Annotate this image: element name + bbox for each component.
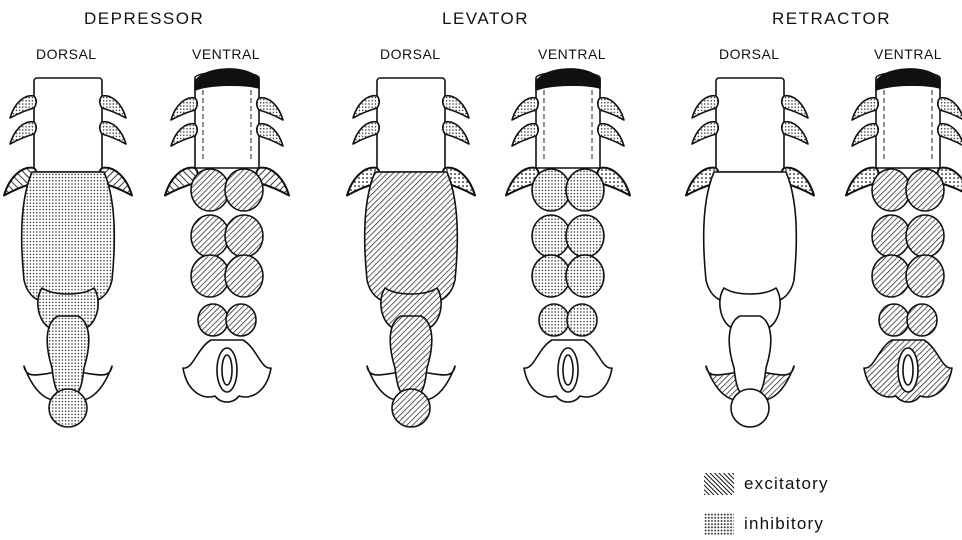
depressor-dorsal-spine-left-1 (10, 96, 36, 118)
retractor-ventral-tail-core-inner (903, 355, 913, 385)
depressor-dorsal-body (22, 172, 115, 306)
panel-retractor-ventral (846, 69, 962, 402)
levator-ventral-pad-row1-left (532, 169, 570, 211)
depressor-ventral-pad-row1-left (191, 169, 229, 211)
levator-ventral-lower-pad-right (567, 304, 597, 336)
group-title-levator: LEVATOR (442, 9, 529, 29)
levator-ventral-spine-left-1 (512, 98, 538, 120)
group-title-retractor: RETRACTOR (772, 9, 891, 29)
depressor-dorsal-spine-right-1 (100, 96, 126, 118)
retractor-ventral-pad-row1-right (906, 169, 944, 211)
depressor-ventral-pad-row2-right (225, 215, 263, 257)
retractor-dorsal-bottom-disc (731, 389, 769, 427)
retractor-ventral-pad-row1-left (872, 169, 910, 211)
view-label-dorsal-levator: DORSAL (380, 46, 441, 62)
depressor-dorsal-bottom-disc (49, 389, 87, 427)
depressor-ventral-pad-row3-left (191, 255, 229, 297)
retractor-ventral-spine-right-2 (938, 124, 962, 146)
excitatory-swatch (704, 473, 734, 495)
group-title-depressor: DEPRESSOR (84, 9, 204, 29)
levator-dorsal-spine-right-1 (443, 96, 469, 118)
levator-ventral-pad-row3-left (532, 255, 570, 297)
depressor-dorsal-upper-segment (34, 78, 102, 172)
levator-dorsal-spine-right-2 (443, 122, 469, 144)
legend-inhibitory: inhibitory (704, 512, 824, 536)
view-label-ventral-retractor: VENTRAL (874, 46, 942, 62)
depressor-ventral-pad-row3-right (225, 255, 263, 297)
retractor-dorsal-spine-left-1 (692, 96, 718, 118)
depressor-dorsal-spine-left-2 (10, 122, 36, 144)
panel-depressor-dorsal (4, 78, 132, 427)
levator-ventral-tail-core-inner (563, 355, 573, 385)
levator-ventral-lower-pad-left (539, 304, 569, 336)
levator-dorsal-body (365, 172, 458, 306)
panel-levator-dorsal (347, 78, 475, 427)
depressor-ventral-pad-row1-right (225, 169, 263, 211)
retractor-ventral-lower-pad-right (907, 304, 937, 336)
retractor-dorsal-body (704, 172, 797, 306)
levator-ventral-pad-row2-right (566, 215, 604, 257)
inhibitory-swatch (704, 513, 734, 535)
levator-ventral-pad-row1-right (566, 169, 604, 211)
retractor-ventral-spine-left-1 (852, 98, 878, 120)
retractor-ventral-spine-right-1 (938, 98, 962, 120)
legend-label-excitatory: excitatory (744, 474, 829, 494)
depressor-ventral-spine-left-2 (171, 124, 197, 146)
levator-dorsal-spine-left-1 (353, 96, 379, 118)
view-label-dorsal-depressor: DORSAL (36, 46, 97, 62)
levator-ventral-spine-right-1 (598, 98, 624, 120)
view-label-dorsal-retractor: DORSAL (719, 46, 780, 62)
retractor-dorsal-upper-segment (716, 78, 784, 172)
depressor-dorsal-spine-right-2 (100, 122, 126, 144)
levator-dorsal-spine-left-2 (353, 122, 379, 144)
retractor-dorsal-spine-left-2 (692, 122, 718, 144)
depressor-ventral-tail-core-inner (222, 355, 232, 385)
legend-excitatory: excitatory (704, 472, 829, 496)
levator-ventral-pad-row3-right (566, 255, 604, 297)
depressor-ventral-lower-pad-left (198, 304, 228, 336)
view-label-ventral-depressor: VENTRAL (192, 46, 260, 62)
retractor-ventral-lower-pad-left (879, 304, 909, 336)
depressor-ventral-pad-row2-left (191, 215, 229, 257)
panel-levator-ventral (506, 69, 630, 402)
depressor-ventral-spine-right-1 (257, 98, 283, 120)
depressor-ventral-lower-pad-right (226, 304, 256, 336)
panel-retractor-dorsal (686, 78, 814, 427)
levator-ventral-spine-left-2 (512, 124, 538, 146)
retractor-dorsal-spine-right-1 (782, 96, 808, 118)
retractor-dorsal-spine-right-2 (782, 122, 808, 144)
retractor-ventral-spine-left-2 (852, 124, 878, 146)
retractor-ventral-pad-row3-left (872, 255, 910, 297)
levator-dorsal-bottom-disc (392, 389, 430, 427)
levator-ventral-pad-row2-left (532, 215, 570, 257)
view-label-ventral-levator: VENTRAL (538, 46, 606, 62)
levator-dorsal-upper-segment (377, 78, 445, 172)
legend-label-inhibitory: inhibitory (744, 514, 824, 534)
depressor-ventral-spine-right-2 (257, 124, 283, 146)
retractor-ventral-pad-row2-right (906, 215, 944, 257)
retractor-ventral-pad-row3-right (906, 255, 944, 297)
retractor-ventral-pad-row2-left (872, 215, 910, 257)
panel-depressor-ventral (165, 69, 289, 402)
levator-ventral-spine-right-2 (598, 124, 624, 146)
depressor-ventral-spine-left-1 (171, 98, 197, 120)
